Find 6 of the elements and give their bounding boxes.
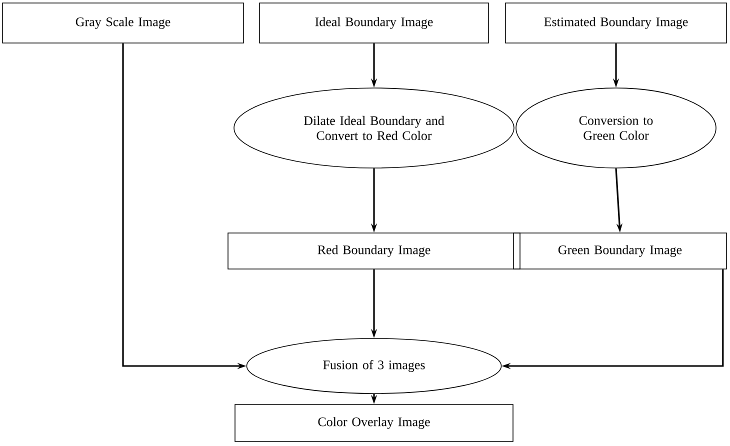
process-box: Estimated Boundary Image xyxy=(505,2,727,44)
process-box: Ideal Boundary Image xyxy=(259,2,489,44)
process-box: Red Boundary Image xyxy=(228,232,520,270)
process-box: Gray Scale Image xyxy=(2,2,244,44)
process-box: Color Overlay Image xyxy=(234,404,514,442)
process-box: Green Boundary Image xyxy=(513,232,727,270)
